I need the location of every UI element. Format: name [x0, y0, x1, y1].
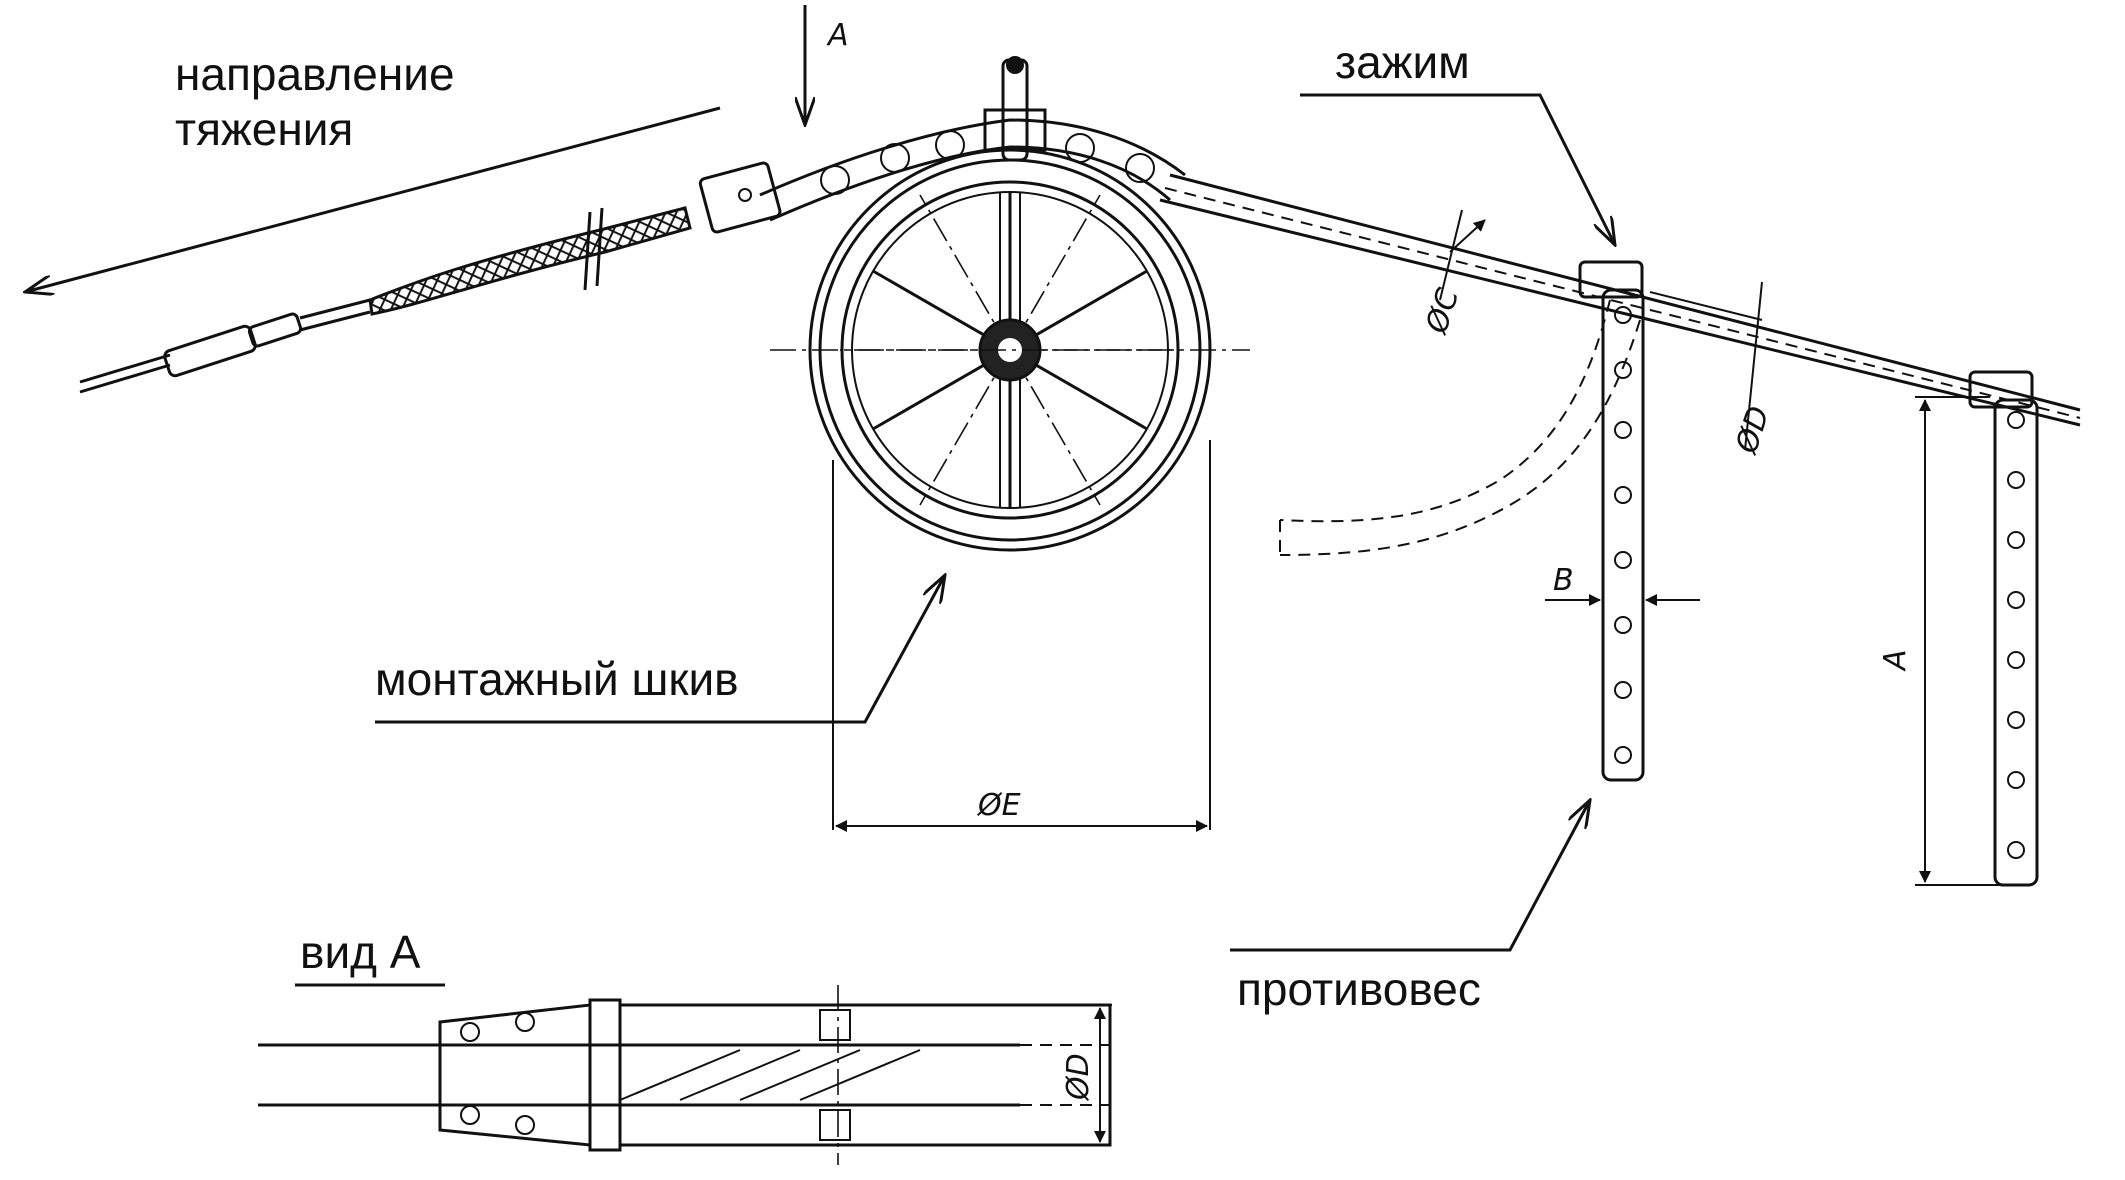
view-a-marker: A: [826, 18, 849, 53]
cable-grip-sock: [368, 206, 692, 316]
dim-c-label: ØC: [1419, 284, 1467, 339]
view-a-detail: [258, 985, 1112, 1165]
view-a-dim-d-label: ØD: [1061, 1053, 1096, 1102]
cable-right: [1159, 173, 2081, 427]
view-a-dim-d: [1094, 1004, 1112, 1143]
pull-direction-line-2: тяжения: [175, 103, 353, 155]
dim-b-label: B: [1553, 563, 1574, 598]
counterweight-swing-path: [1279, 299, 1641, 556]
clamp-label: зажим: [1335, 36, 1470, 88]
counterweight-chain-1: [1578, 260, 1645, 782]
dim-c: [1439, 209, 1486, 301]
counterweight-pointer: [1230, 800, 1590, 952]
counterweight-chain-2: [1968, 370, 2039, 887]
dim-a-label: A: [1878, 649, 1913, 672]
sheave-wheel: [770, 56, 1250, 552]
pull-direction-arrow: [25, 106, 721, 292]
sheave-pointer: [375, 575, 945, 724]
pulling-rope: [79, 298, 371, 394]
view-a-label: вид А: [300, 926, 421, 978]
dim-d: [1649, 281, 1763, 451]
sheave-mount: [983, 56, 1047, 162]
pull-direction-line-1: направление: [175, 48, 455, 100]
sheave-label: монтажный шкив: [375, 653, 739, 705]
clamp-pointer: [1300, 93, 1615, 245]
counterweight-label: противовес: [1237, 963, 1481, 1015]
dim-e: [832, 440, 1211, 832]
clamp-chain-over-sheave: [759, 118, 1186, 222]
dim-a: [1915, 396, 2030, 886]
dim-e-label: ØE: [976, 788, 1021, 823]
dim-d-label: ØD: [1729, 402, 1777, 459]
swivel-connector: [698, 161, 782, 234]
